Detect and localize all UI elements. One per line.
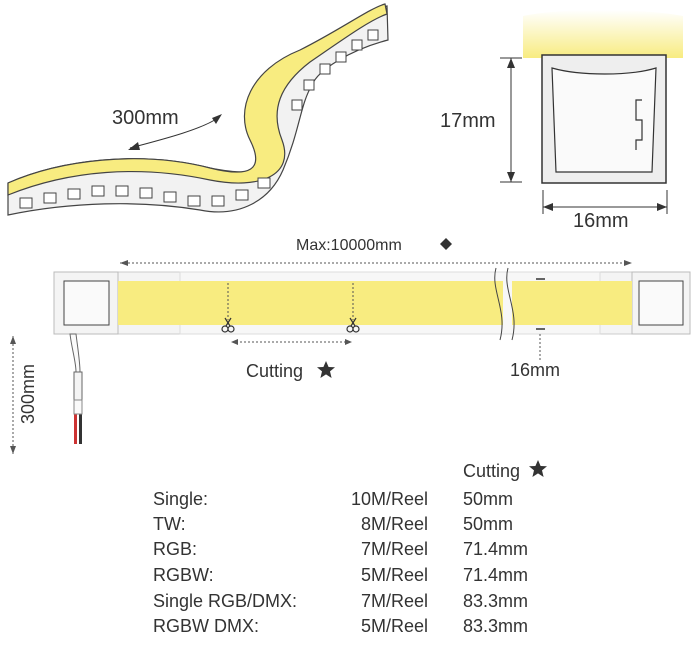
cut-arrow-left <box>231 339 238 345</box>
bent-strip-illustration: 300mm <box>7 3 389 216</box>
width-arrow-right <box>657 203 667 211</box>
cutting-label: Cutting <box>246 361 303 381</box>
star-icon <box>317 361 335 378</box>
strip-chip-segments <box>19 29 379 209</box>
max-arrow-right <box>624 260 632 266</box>
lead-split <box>73 399 83 415</box>
width-arrow-left <box>543 203 553 211</box>
left-end-cap-inner <box>63 280 110 326</box>
diamond-icon <box>440 238 452 250</box>
light-glow <box>523 10 683 58</box>
height-arrow-bottom <box>507 172 515 182</box>
profile-notch <box>635 99 643 150</box>
profile-inner <box>551 67 657 173</box>
scissors-icon <box>346 317 360 333</box>
lead-wire-red <box>74 414 77 444</box>
lead-sheath <box>73 371 83 401</box>
led-strip-right <box>512 281 632 325</box>
lead-cable <box>69 333 81 373</box>
bend-arrow-right <box>212 114 222 124</box>
break-mark <box>494 267 515 341</box>
scissors-icon <box>221 317 235 333</box>
right-end-cap-inner <box>638 280 684 326</box>
height-label: 17mm <box>440 110 496 132</box>
profile-cross-section: 17mm 16mm <box>440 10 683 232</box>
strip-width-label: 16mm <box>510 360 560 380</box>
bend-length-label: 300mm <box>112 107 179 129</box>
max-length-label: Max:10000mm <box>296 237 402 254</box>
lead-length-label: 300mm <box>18 364 38 424</box>
max-arrow-left <box>120 260 128 266</box>
star-icon <box>529 460 547 477</box>
strip-led-face <box>7 3 388 196</box>
bend-arc <box>129 117 219 149</box>
lead-arrow-bottom <box>10 446 16 454</box>
cut-arrow-right <box>345 339 352 345</box>
bend-arrow-left <box>128 142 140 150</box>
width-label: 16mm <box>573 210 629 232</box>
led-strip-left <box>118 281 503 325</box>
height-arrow-top <box>507 58 515 68</box>
lead-arrow-top <box>10 336 16 344</box>
straight-strip: Max:10000mm 16mm <box>10 237 691 454</box>
lead-wire-black <box>79 414 82 444</box>
